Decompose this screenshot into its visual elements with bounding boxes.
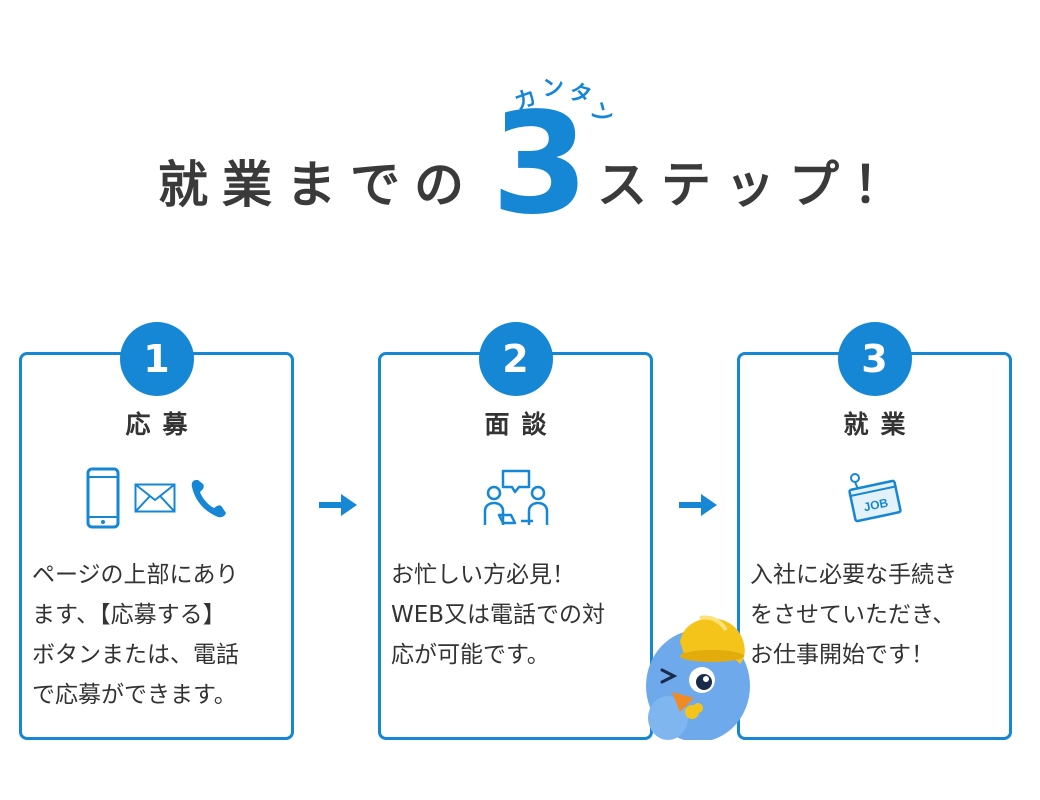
main-heading: 就業までの 3 ステップ！ カ ン タ ン (0, 70, 1040, 250)
description-line: お仕事開始です！ (750, 642, 934, 668)
step-number-badge: 3 (837, 322, 912, 396)
step-number-badge: 1 (119, 322, 194, 396)
heading-ruby: カ ン タ ン (500, 64, 630, 134)
step-card-interview: 2 面談 お忙しい方必見！ WEB又は電話での対 応が可能です。 (378, 322, 653, 740)
step-number-badge: 2 (478, 322, 553, 396)
description-line: ボタンまたは、電話 (32, 642, 239, 668)
step-card-employment: 3 就業 JOB 入社に必要な手続き をさせていただき、 お仕事開始です！ (737, 322, 1012, 740)
step-icons: JOB (740, 465, 1009, 535)
heading-number: 3 (491, 83, 589, 246)
step-description: お忙しい方必見！ WEB又は電話での対 応が可能です。 (391, 555, 642, 675)
heading-suffix: ステップ！ (597, 156, 917, 214)
step-description: 入社に必要な手続き をさせていただき、 お仕事開始です！ (750, 555, 1001, 675)
step-title: 面談 (484, 410, 559, 439)
ruby-char: ン (541, 75, 566, 102)
step-card-apply: 1 応募 ページの上部にあり ます、【応募する】 (19, 322, 294, 740)
envelope-icon (134, 483, 176, 517)
interview-icon (481, 467, 551, 533)
phone-icon (190, 477, 228, 523)
description-line: で応募ができます。 (32, 682, 237, 708)
mascot-character-icon (646, 615, 750, 740)
description-line: をさせていただき、 (750, 602, 956, 628)
ruby-char: タ (566, 79, 595, 110)
description-line: 入社に必要な手続き (750, 562, 957, 588)
job-card-icon: JOB (846, 471, 904, 529)
step-icons (22, 465, 291, 535)
step-title: 就業 (843, 410, 918, 439)
heading-prefix: 就業までの (158, 156, 478, 214)
step-title: 応募 (125, 410, 200, 439)
arrow-right-icon (319, 494, 357, 516)
ruby-char: カ (511, 84, 541, 116)
description-line: 応が可能です。 (391, 642, 550, 668)
description-line: お忙しい方必見！ (391, 562, 575, 588)
step-icons (381, 465, 650, 535)
smartphone-icon (86, 467, 120, 533)
description-line: WEB又は電話での対 (391, 602, 606, 628)
arrow-right-icon (679, 494, 717, 516)
description-line: ます、【応募する】 (32, 602, 226, 628)
description-line: ページの上部にあり (32, 562, 239, 588)
job-label: JOB (862, 495, 889, 514)
step-description: ページの上部にあり ます、【応募する】 ボタンまたは、電話 で応募ができます。 (32, 555, 283, 715)
